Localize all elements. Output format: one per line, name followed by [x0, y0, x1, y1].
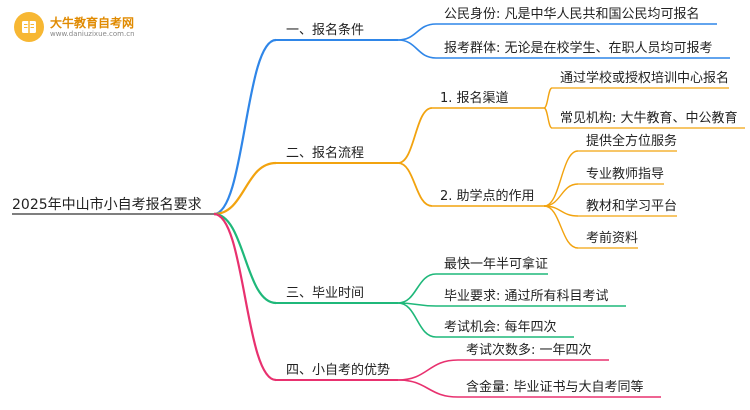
branch-connector-4 — [213, 212, 277, 382]
leaf-node-2-2[interactable]: 专业教师指导 — [586, 166, 664, 182]
leaf-connector-2-1 — [543, 150, 579, 207]
child-node-4-2[interactable]: 含金量: 毕业证书与大自考同等 — [466, 379, 644, 395]
sub-connector-2 — [397, 162, 433, 207]
leaf-connector-1-2 — [543, 107, 553, 129]
child-connector-3-1 — [397, 273, 437, 304]
sub-node-2[interactable]: 2. 助学点的作用 — [440, 188, 535, 204]
branch-node-1[interactable]: 一、报名条件 — [286, 22, 364, 38]
child-connector-4-1 — [397, 359, 459, 381]
child-node-3-1[interactable]: 最快一年半可拿证 — [444, 256, 548, 272]
leaf-node-2-3[interactable]: 教材和学习平台 — [586, 198, 677, 214]
child-node-3-3[interactable]: 考试机会: 每年四次 — [444, 319, 557, 335]
site-logo[interactable]: 大牛教育自考网 www.daniuzixue.com.cn — [14, 12, 135, 42]
child-node-1-1[interactable]: 公民身份: 凡是中华人民共和国公民均可报名 — [444, 6, 700, 22]
leaf-node-2-4[interactable]: 考前资料 — [586, 230, 638, 246]
leaf-connector-2-2 — [543, 183, 579, 207]
child-connector-1-1 — [397, 23, 437, 41]
branch-connector-3 — [213, 212, 277, 305]
logo-name: 大牛教育自考网 — [50, 15, 135, 30]
branch-connector-2 — [213, 161, 277, 216]
child-node-1-2[interactable]: 报考群体: 无论是在校学生、在职人员均可报考 — [444, 40, 713, 56]
child-connector-3-3 — [397, 302, 437, 338]
branch-node-2[interactable]: 二、报名流程 — [286, 145, 364, 161]
branch-connector-1 — [213, 38, 277, 216]
leaf-node-2-1[interactable]: 提供全方位服务 — [586, 133, 677, 149]
child-node-3-2[interactable]: 毕业要求: 通过所有科目考试 — [444, 289, 609, 304]
sub-node-1[interactable]: 1. 报名渠道 — [440, 90, 509, 106]
leaf-node-1-1[interactable]: 通过学校或授权培训中心报名 — [560, 70, 729, 86]
leaf-connector-2-4 — [543, 205, 579, 249]
leaf-node-1-2[interactable]: 常见机构: 大牛教育、中公教育 — [560, 110, 738, 126]
book-icon — [14, 12, 44, 42]
sub-connector-1 — [397, 107, 433, 164]
child-node-4-1[interactable]: 考试次数多: 一年四次 — [466, 342, 592, 358]
root-node[interactable]: 2025年中山市小自考报名要求 — [12, 196, 202, 213]
child-connector-4-2 — [397, 379, 459, 398]
branch-node-3[interactable]: 三、毕业时间 — [286, 286, 364, 301]
logo-url: www.daniuzixue.com.cn — [50, 29, 135, 38]
child-connector-1-2 — [397, 39, 437, 59]
branch-node-4[interactable]: 四、小自考的优势 — [286, 362, 390, 378]
leaf-connector-1-1 — [543, 87, 553, 109]
